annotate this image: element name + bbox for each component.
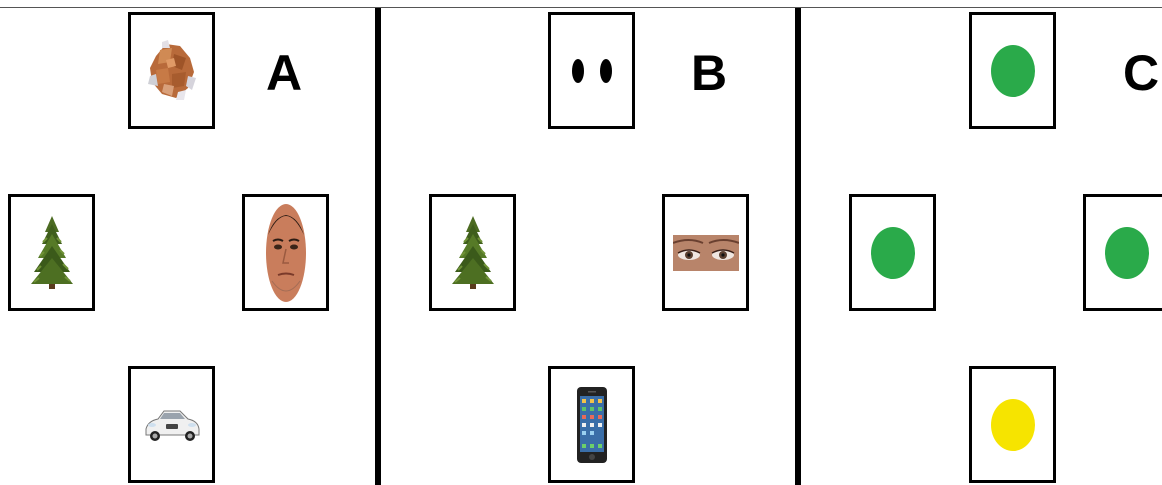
two-black-dots <box>564 59 620 83</box>
card-left <box>8 194 95 311</box>
panel-a: A <box>0 8 375 485</box>
card-right <box>662 194 749 311</box>
card-left <box>849 194 936 311</box>
green-dot <box>1105 227 1149 279</box>
black-dot <box>572 59 584 83</box>
card-top <box>128 12 215 129</box>
panel-c: C <box>801 8 1162 485</box>
tree-image <box>29 214 75 292</box>
green-dot <box>871 227 915 279</box>
card-top <box>548 12 635 129</box>
phone-image <box>576 386 608 464</box>
eyes-image <box>673 235 739 271</box>
card-bottom <box>548 366 635 483</box>
car-image <box>142 405 202 445</box>
card-left <box>429 194 516 311</box>
panel-label-a: A <box>266 48 302 98</box>
scrambled-face-image <box>142 36 202 106</box>
card-right <box>1083 194 1162 311</box>
yellow-dot <box>991 399 1035 451</box>
green-dot <box>991 45 1035 97</box>
card-right <box>242 194 329 311</box>
card-bottom <box>969 366 1056 483</box>
panel-b: B <box>381 8 795 485</box>
tree-image <box>450 214 496 292</box>
card-bottom <box>128 366 215 483</box>
card-top <box>969 12 1056 129</box>
panel-label-c: C <box>1123 48 1159 98</box>
panel-label-b: B <box>691 48 727 98</box>
face-image <box>264 201 308 305</box>
black-dot <box>600 59 612 83</box>
